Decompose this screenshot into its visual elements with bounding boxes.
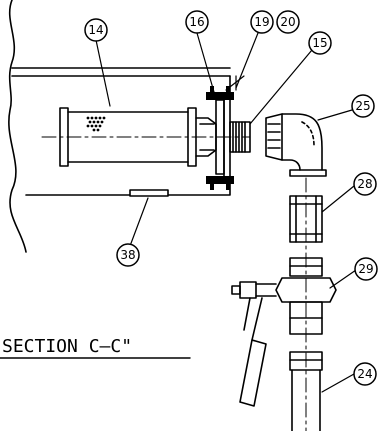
svg-text:19: 19 — [254, 15, 269, 29]
callout-28: 28 — [353, 172, 377, 196]
svg-text:25: 25 — [355, 99, 370, 113]
svg-text:20: 20 — [280, 15, 295, 29]
callout-38: 38 — [116, 243, 140, 267]
heater-element — [59, 107, 197, 167]
callout-14: 14 — [84, 18, 108, 42]
callouts: 14 16 19 20 15 25 28 38 — [84, 10, 378, 386]
leader-lines — [95, 32, 357, 393]
callout-15: 15 — [308, 31, 332, 55]
svg-text:24: 24 — [357, 367, 372, 381]
nipple-24 — [289, 351, 323, 431]
elbow-25 — [265, 113, 327, 177]
callout-19: 19 — [250, 10, 274, 34]
callout-25: 25 — [351, 94, 375, 118]
callout-29: 29 — [354, 257, 378, 281]
ball-valve-29 — [231, 257, 337, 407]
svg-text:14: 14 — [88, 23, 103, 37]
section-label: SECTION C–C" — [2, 336, 132, 357]
nipple-15 — [229, 121, 251, 153]
nameplate-38 — [129, 189, 169, 197]
svg-text:38: 38 — [120, 248, 135, 262]
callout-20: 20 — [276, 10, 300, 34]
svg-text:28: 28 — [357, 177, 372, 191]
tank-outline — [8, 0, 231, 253]
svg-text:15: 15 — [312, 36, 327, 50]
svg-text:29: 29 — [358, 262, 373, 276]
callout-24: 24 — [353, 362, 377, 386]
heater-hatch-dots — [86, 116, 106, 132]
nipple-28 — [289, 195, 323, 243]
callout-16: 16 — [185, 10, 209, 34]
svg-text:16: 16 — [189, 15, 204, 29]
